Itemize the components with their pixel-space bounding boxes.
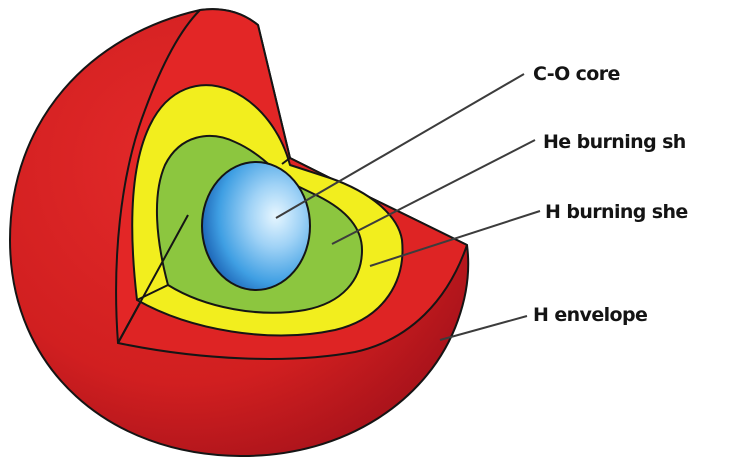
label-h-envelope: H envelope [533, 304, 647, 326]
label-h-burning-shell: H burning she [545, 201, 688, 223]
leader-line-core [276, 74, 524, 218]
c-o-core [202, 162, 310, 290]
label-he-burning-shell: He burning sh [543, 131, 686, 153]
label-c-o-core: C-O core [533, 63, 620, 85]
